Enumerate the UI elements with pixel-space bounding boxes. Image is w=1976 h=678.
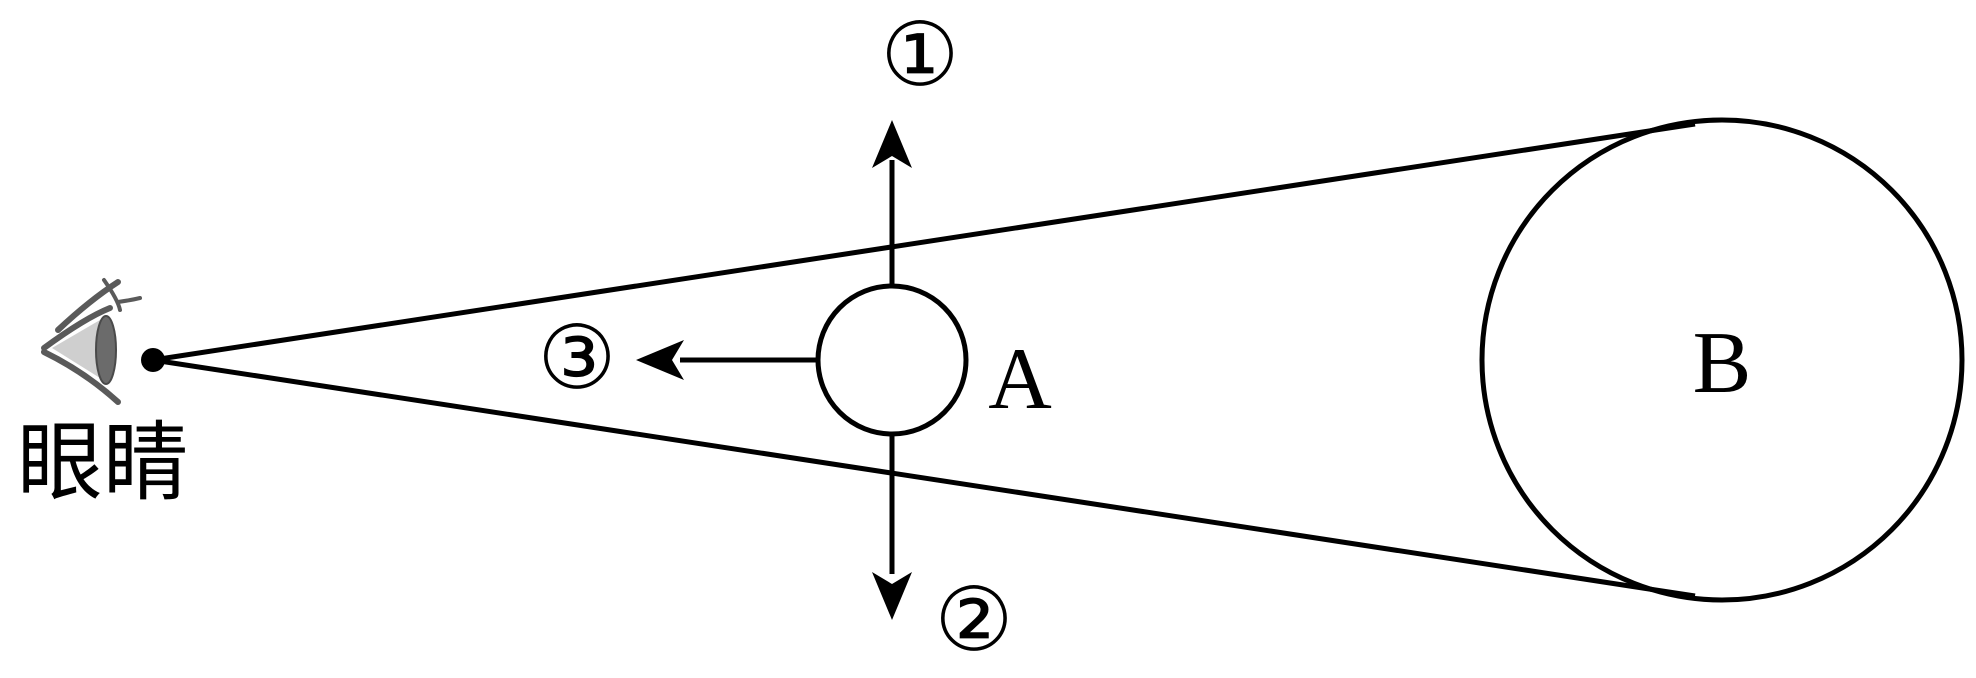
- arrow-head-icon: [872, 572, 912, 620]
- label-direction-down: ②: [935, 573, 1014, 670]
- arrow-up: [872, 120, 912, 286]
- label-direction-left: ③: [538, 311, 617, 408]
- eye-icon: [41, 278, 142, 405]
- sight-line-bottom: [152, 357, 1696, 599]
- arrow-down: [872, 434, 912, 620]
- arrow-head-icon: [636, 340, 684, 380]
- label-direction-up: ①: [881, 8, 960, 105]
- label-b: B: [1693, 315, 1752, 412]
- label-eye: 眼睛: [17, 413, 189, 513]
- arrow-head-icon: [872, 120, 912, 168]
- ball-a: [815, 283, 969, 437]
- arrow-left: [636, 340, 818, 380]
- sight-line-top: [152, 121, 1696, 363]
- ball-b: [1479, 117, 1965, 603]
- label-a: A: [988, 331, 1052, 428]
